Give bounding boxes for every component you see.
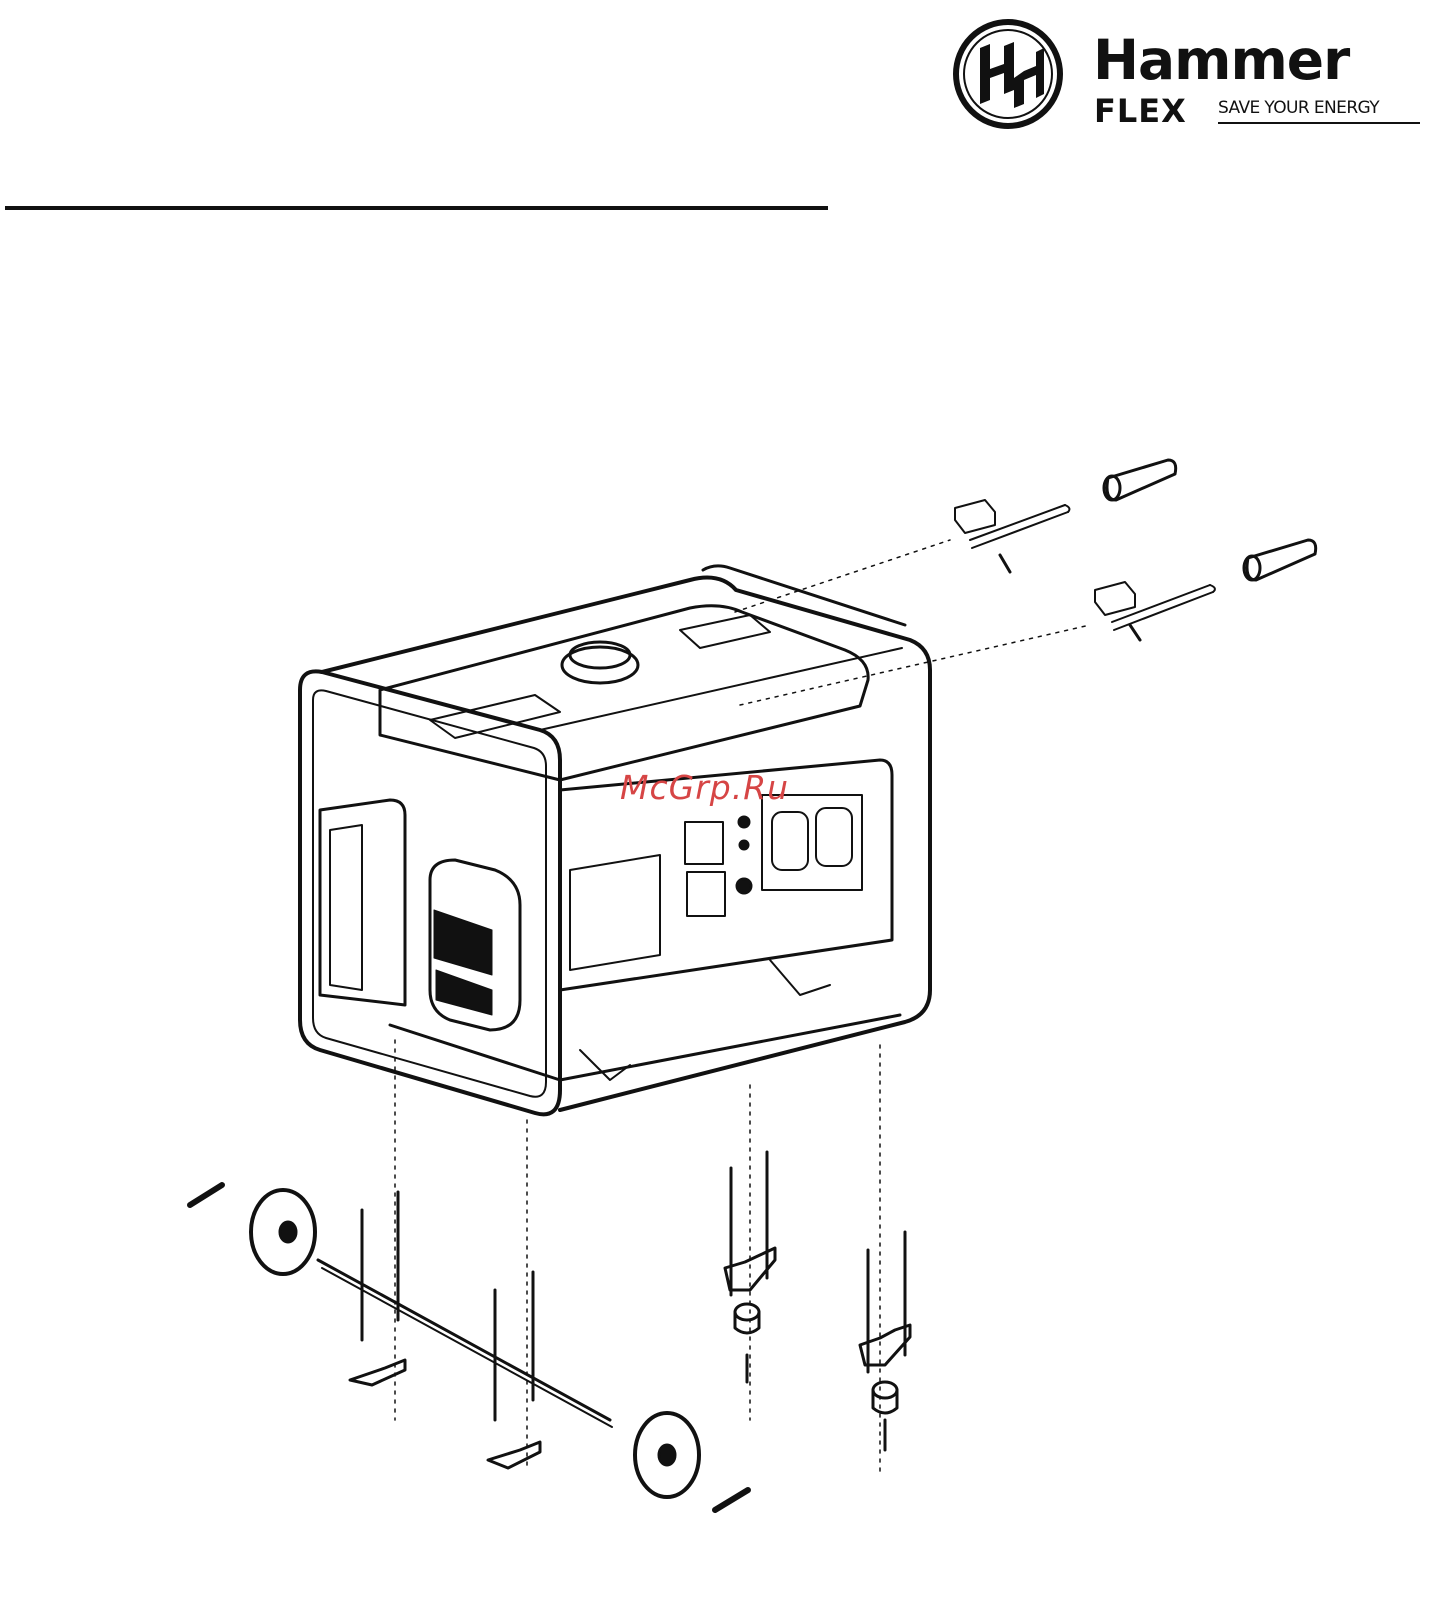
section-divider xyxy=(5,206,828,210)
assembly-diagram xyxy=(0,420,1437,1603)
bracket-icon xyxy=(350,1248,910,1468)
generator-icon xyxy=(300,566,930,1114)
logo-mark-icon xyxy=(952,18,1064,130)
brand-sub-name: FLEX xyxy=(1094,94,1187,128)
bolt-icon xyxy=(362,1152,905,1450)
watermark: McGrp.Ru xyxy=(620,768,789,807)
brand-logo: Hammer FLEX SAVE YOUR ENERGY xyxy=(952,18,1422,133)
assembly-guide-lines xyxy=(395,1040,880,1475)
rubber-foot-icon xyxy=(735,1304,897,1413)
handle-icon xyxy=(735,500,1215,705)
tagline-underline xyxy=(1218,122,1420,124)
brand-name: Hammer xyxy=(1093,30,1349,90)
brand-tagline: SAVE YOUR ENERGY xyxy=(1218,98,1379,118)
handle-grip-icon xyxy=(1104,460,1316,580)
